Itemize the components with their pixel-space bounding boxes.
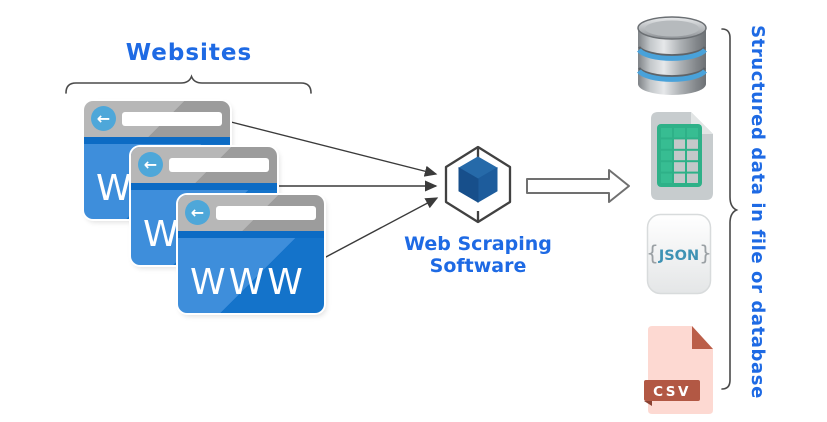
address-bar [169,158,269,172]
sheet-table [657,124,702,187]
browser-window-3: ← WWW [178,195,324,313]
browser-titlebar: ← [84,101,230,137]
back-arrow-glyph: ← [96,108,111,128]
software-label-line2: Software [429,255,527,277]
websites-brace [65,74,312,94]
spreadsheet-file-icon [651,112,713,200]
db-top-inner [645,20,699,37]
csv-band [644,380,700,401]
websites-label: Websites [125,40,253,66]
address-bar [122,112,222,126]
wireframe-cube-icon [444,145,512,224]
software-label: Web Scraping Software [395,233,561,277]
browser-body: WWW [178,231,324,313]
json-card [646,213,712,295]
outputs-brace [721,28,739,390]
back-arrow-icon: ← [91,106,116,131]
csv-text: CSV [653,384,691,400]
back-arrow-glyph: ← [190,202,205,222]
address-bar [216,206,316,220]
csv-band-fold [644,401,652,406]
back-arrow-icon: ← [138,152,163,177]
json-file-icon: {JSON} [646,213,712,295]
browser-titlebar: ← [131,147,277,183]
database-cylinder-icon [637,16,707,95]
connector-line-1 [230,121,438,177]
output-block-arrow [526,169,630,203]
db-ring-1 [637,48,707,61]
connector-line-3 [323,197,439,259]
db-ring-2 [637,69,707,82]
db-seam-1 [638,46,706,57]
cube-left-face [458,167,479,203]
db-seam-2 [638,67,706,78]
back-arrow-icon: ← [185,200,210,225]
browser-titlebar: ← [178,195,324,231]
back-arrow-glyph: ← [143,154,158,174]
csv-file-icon: CSV [644,326,713,414]
www-label: WWW [190,262,306,303]
software-label-line1: Web Scraping [404,233,552,255]
json-text: {JSON} [646,241,712,265]
csv-fold [692,326,713,349]
